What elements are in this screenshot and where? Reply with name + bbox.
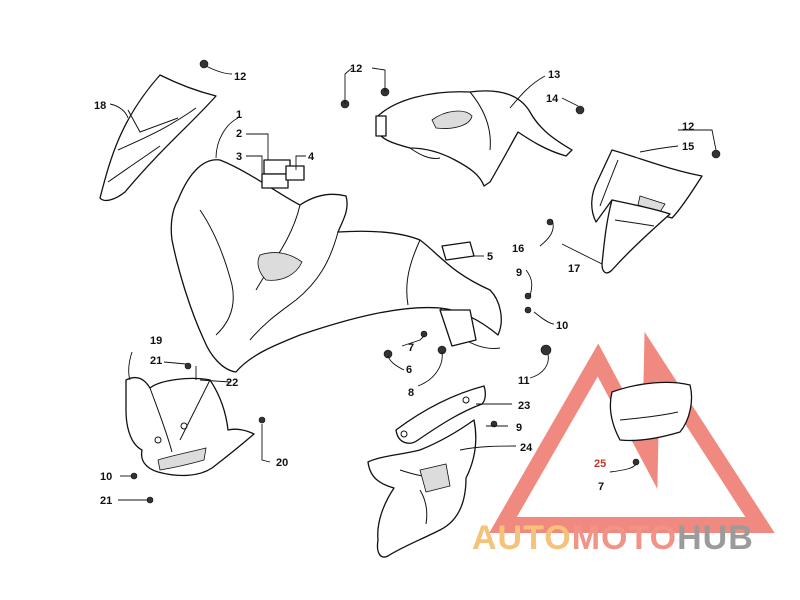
decals (261, 159, 475, 261)
callout-10a: 10 (556, 320, 568, 332)
callout-6: 6 (406, 364, 412, 376)
callout-22: 22 (226, 377, 238, 389)
callout-12c: 12 (682, 121, 694, 133)
callout-17: 17 (568, 263, 580, 275)
callout-8: 8 (408, 387, 414, 399)
part-24-inner-fender (367, 419, 477, 558)
part-13-rack-cover (375, 90, 573, 187)
callout-3: 3 (236, 151, 242, 163)
decal-3 (261, 173, 289, 189)
callout-14: 14 (546, 93, 559, 105)
callout-10b: 10 (100, 471, 112, 483)
part-19-lower-front-panel (125, 377, 255, 477)
part-1-front-fender (170, 159, 502, 373)
watermark-moto: MOTO (572, 519, 677, 557)
callout-5: 5 (487, 251, 493, 263)
decal-5 (441, 241, 475, 261)
callout-12a: 12 (234, 71, 246, 83)
callout-4: 4 (308, 151, 315, 163)
svg-text:AUTOMOTOHUB: AUTOMOTOHUB (472, 519, 754, 557)
callout-12b: 12 (350, 63, 362, 75)
callout-24: 24 (520, 442, 533, 454)
callout-1: 1 (236, 109, 242, 121)
callout-labels: 12 18 1 2 3 4 5 12 13 14 12 15 16 17 9 1… (94, 63, 694, 507)
callout-15: 15 (682, 141, 694, 153)
callout-21a: 21 (150, 355, 162, 367)
callout-11: 11 (518, 375, 530, 387)
callout-9a: 9 (516, 267, 522, 279)
decal-4 (285, 165, 305, 181)
watermark-logo (489, 331, 775, 533)
callout-9b: 9 (516, 422, 522, 434)
watermark-text: AUTOMOTOHUB (472, 519, 754, 557)
callout-7b: 7 (598, 481, 604, 493)
leader-lines (109, 65, 717, 501)
callout-16: 16 (512, 243, 524, 255)
part-18-upper-cowl (99, 74, 217, 202)
callout-19: 19 (150, 335, 162, 347)
callout-18: 18 (94, 100, 106, 112)
callout-25: 25 (594, 458, 606, 470)
callout-7a: 7 (408, 342, 414, 354)
callout-2: 2 (236, 128, 242, 140)
callout-21b: 21 (100, 495, 112, 507)
callout-13: 13 (548, 69, 560, 81)
callout-23: 23 (518, 400, 530, 412)
watermark-auto: AUTO (472, 519, 572, 557)
part-15-side-panel (591, 149, 703, 223)
part-25-panel (609, 381, 693, 442)
part-17-lower-side-panel (601, 199, 671, 274)
watermark-hub: HUB (677, 519, 754, 557)
callout-20: 20 (276, 457, 288, 469)
